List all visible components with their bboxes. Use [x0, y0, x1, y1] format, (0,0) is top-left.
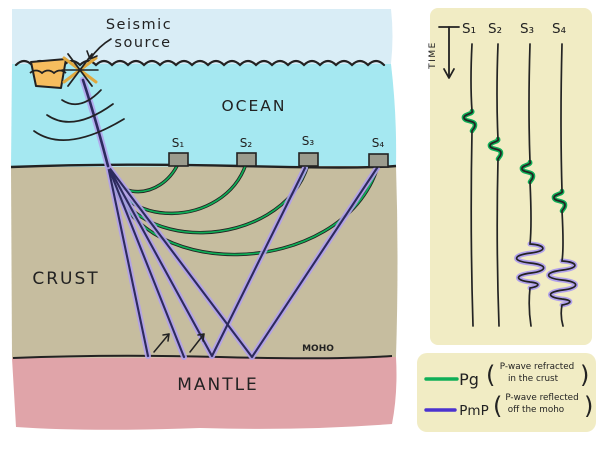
source-ray	[81, 78, 110, 168]
sensor-label-s2: S₂	[240, 136, 253, 150]
source-pointer-arrow	[86, 38, 112, 60]
seismic-source-label-line2: source	[114, 35, 171, 51]
station-label-s4: S₄	[552, 21, 566, 37]
legend-paren-open-pmp: (	[493, 392, 502, 420]
time-axis-arrow	[438, 26, 460, 79]
legend-paren-close-pmp: )	[584, 392, 593, 420]
legend-label-pg: Pg	[459, 370, 479, 389]
time-axis-label: TIME	[428, 41, 438, 70]
mantle-label: MANTLE	[177, 375, 259, 395]
legend-paren-close-pg: )	[580, 361, 589, 389]
moho-label: MOHO	[302, 344, 334, 354]
legend-desc-pg-line1: P-wave refracted	[500, 362, 575, 372]
sensor-boxes	[168, 152, 389, 168]
legend-desc-pmp-line2: off the moho	[508, 405, 564, 415]
station-label-s3: S₃	[520, 21, 534, 37]
seismogram-trace-segment	[463, 43, 476, 327]
ocean-layer	[11, 64, 397, 167]
seismogram-trace-segment	[547, 43, 577, 327]
seafloor-line	[10, 163, 397, 169]
ship	[30, 58, 67, 89]
moho-line	[12, 354, 393, 360]
seismogram-panel	[430, 8, 592, 345]
seismic-source-label-line1: Seismic	[106, 17, 172, 33]
seismogram-traces	[461, 43, 579, 327]
station-label-s1: S₁	[462, 21, 476, 37]
sensor-label-s3: S₃	[302, 134, 315, 148]
pmp-rays	[106, 164, 379, 359]
wavefront-arcs	[33, 89, 125, 141]
legend-label-pmp: PmP	[459, 403, 488, 419]
ship-waterline	[29, 69, 67, 75]
sensor-box-s2	[236, 152, 257, 167]
station-label-s2: S₂	[488, 21, 502, 37]
sensor-box-s1	[168, 152, 189, 167]
ocean-label: OCEAN	[221, 97, 286, 115]
crust-layer	[11, 166, 398, 358]
mantle-layer	[12, 357, 397, 430]
legend-desc-pmp-line1: P-wave reflected	[505, 393, 578, 403]
sensor-box-s4	[368, 153, 389, 168]
sensor-label-s4: S₄	[372, 136, 385, 150]
legend-desc-pg-line2: in the crust	[508, 374, 559, 384]
seismogram-trace-segment	[489, 43, 502, 327]
legend-paren-open-pg: (	[486, 361, 495, 389]
water-surface-line	[14, 59, 386, 67]
sensor-label-s1: S₁	[172, 136, 185, 150]
crust-label: CRUST	[32, 269, 99, 289]
sensor-box-s3	[298, 152, 319, 167]
legend-box	[417, 353, 596, 432]
moho-reflection-arrows	[153, 333, 205, 353]
sky-layer	[12, 9, 393, 64]
seismogram-trace-segment	[515, 43, 545, 327]
